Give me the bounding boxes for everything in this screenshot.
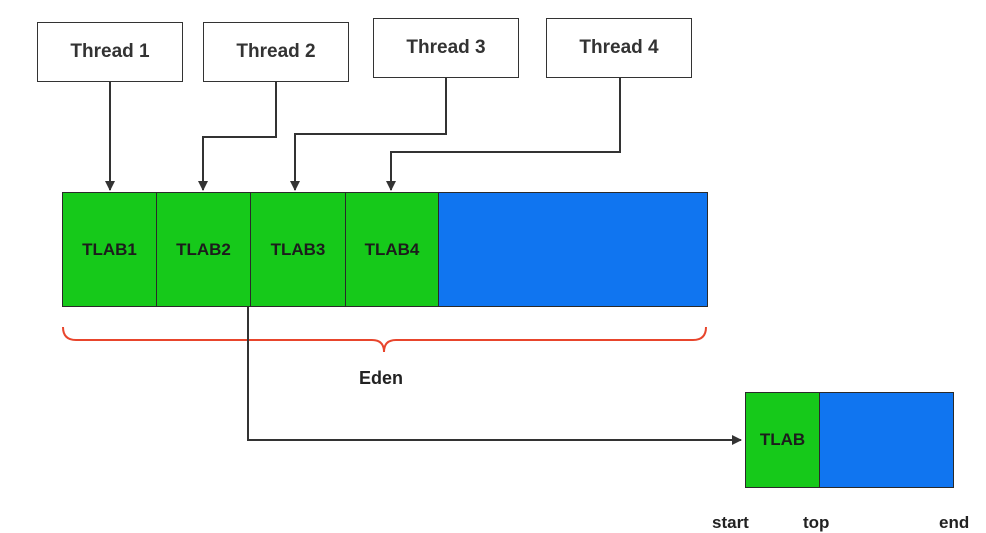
thread-4-label: Thread 4 — [579, 37, 659, 58]
thread-3-label: Thread 3 — [406, 37, 486, 58]
eden-tlab-2: TLAB2 — [156, 192, 251, 307]
eden-tlab-1: TLAB1 — [62, 192, 157, 307]
top-pointer-label: top — [803, 513, 830, 532]
tlab-detail-free — [819, 392, 954, 488]
thread-2-box: Thread 2 — [203, 22, 349, 82]
tlab-2-label: TLAB2 — [176, 239, 231, 259]
arrow-thread3-tlab3 — [290, 78, 447, 191]
arrow-thread2-tlab2 — [198, 82, 277, 191]
thread-3-box: Thread 3 — [373, 18, 519, 78]
tlab-4-label: TLAB4 — [364, 239, 420, 259]
eden-label: Eden — [359, 368, 404, 388]
thread-1-box: Thread 1 — [37, 22, 183, 82]
tlab-1-label: TLAB1 — [82, 239, 137, 259]
tlab-3-label: TLAB3 — [270, 239, 326, 259]
tlab-detail-used: TLAB — [745, 392, 820, 488]
eden-tlab-4: TLAB4 — [345, 192, 439, 307]
thread-2-label: Thread 2 — [236, 41, 316, 62]
start-pointer-label: start — [712, 513, 749, 532]
thread-4-box: Thread 4 — [546, 18, 692, 78]
tlab-detail-label: TLAB — [759, 430, 806, 449]
arrow-tlab-detail — [247, 307, 742, 445]
eden-free-space — [438, 192, 708, 307]
eden-tlab-3: TLAB3 — [250, 192, 346, 307]
arrow-thread4-tlab4 — [386, 78, 621, 191]
end-pointer-label: end — [939, 513, 970, 532]
eden-brace — [62, 326, 707, 353]
thread-1-label: Thread 1 — [70, 41, 150, 62]
